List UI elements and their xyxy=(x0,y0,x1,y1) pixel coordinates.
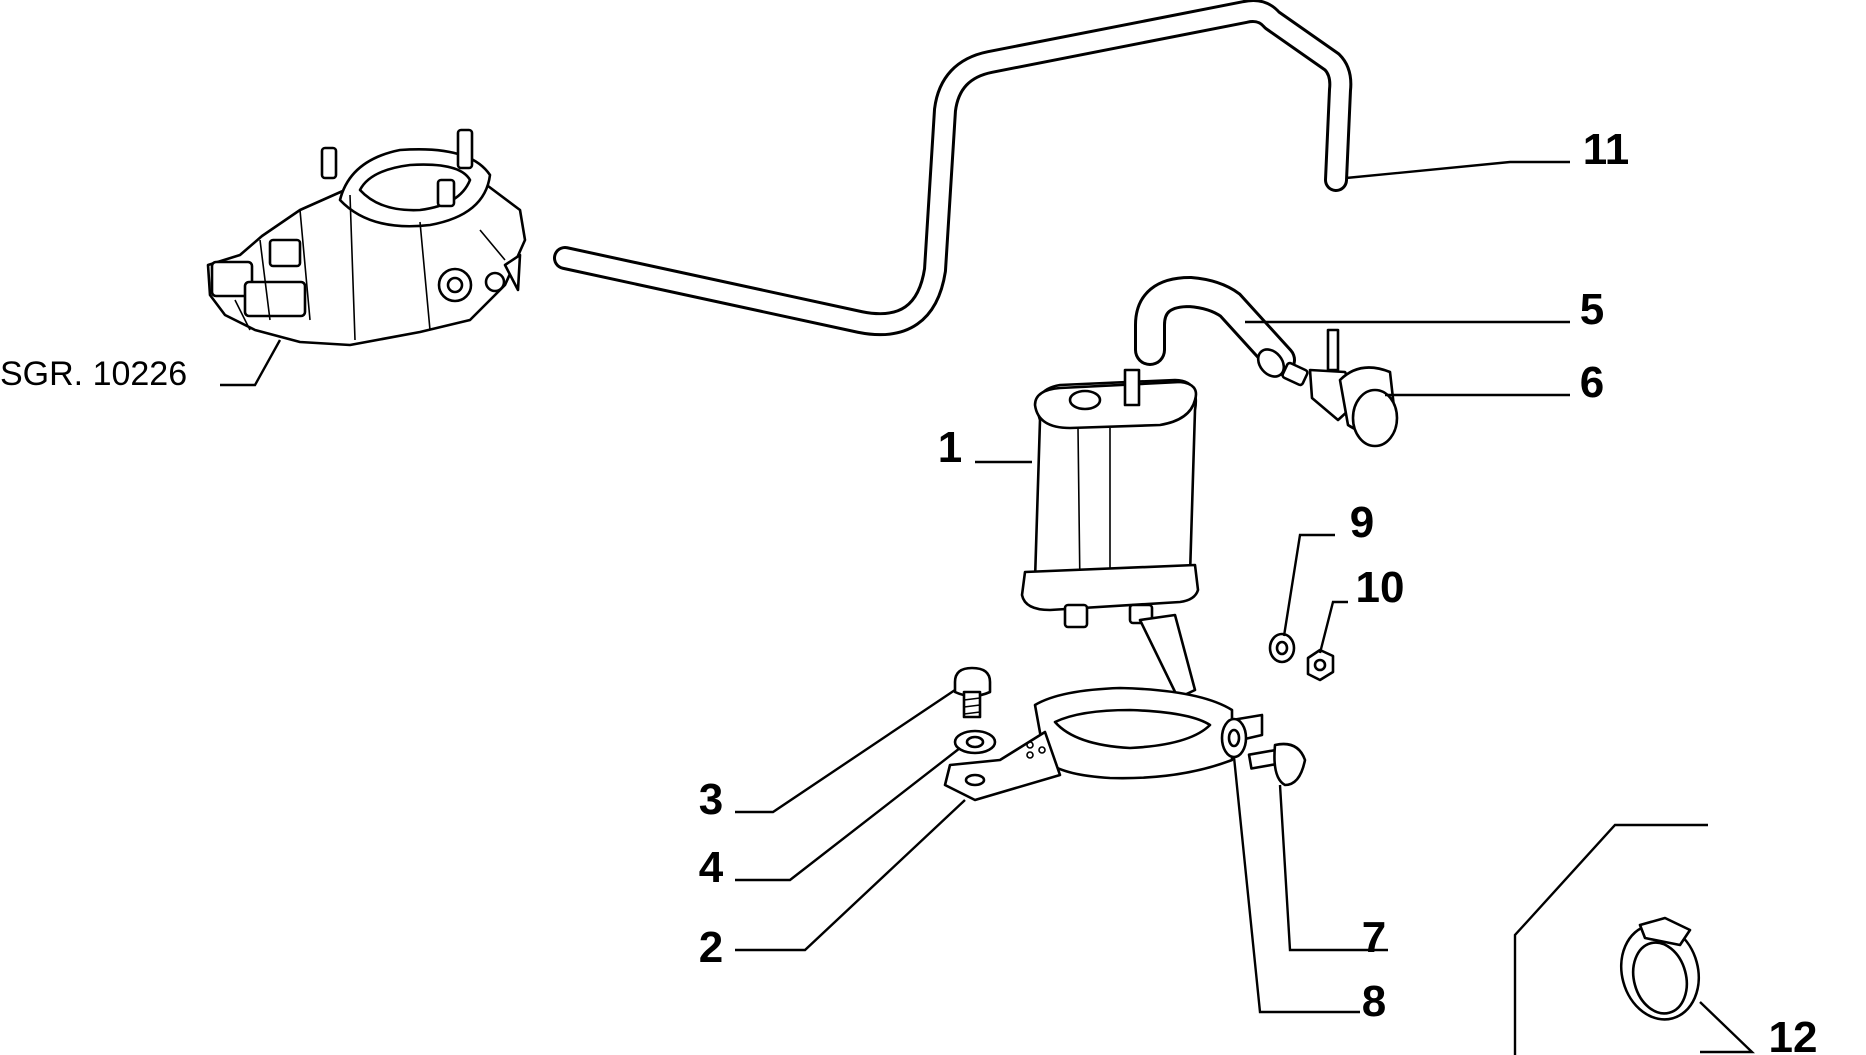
callout-6: 6 xyxy=(1580,358,1604,407)
callout-1: 1 xyxy=(938,423,962,472)
callout-8: 8 xyxy=(1362,977,1386,1026)
callout-5: 5 xyxy=(1580,285,1604,334)
callout-7: 7 xyxy=(1362,913,1386,962)
callout-11: 11 xyxy=(1583,125,1630,174)
hose-part-5 xyxy=(1134,275,1296,378)
callout-labels: 1 2 3 4 5 6 7 8 9 10 11 12 xyxy=(699,125,1818,1055)
callout-3: 3 xyxy=(699,775,723,824)
canister-part-1 xyxy=(1020,368,1200,629)
bolt-part-3 xyxy=(953,666,992,719)
callout-4: 4 xyxy=(699,843,724,892)
callout-9: 9 xyxy=(1350,498,1374,547)
valve-part-6 xyxy=(1281,328,1399,448)
leader-lines xyxy=(735,160,1755,1054)
reference-callout: SGR. 10226 xyxy=(0,339,282,393)
callout-12: 12 xyxy=(1769,1013,1818,1055)
bolt-part-7 xyxy=(1247,742,1307,787)
bracket-part-2 xyxy=(943,613,1264,802)
hose-part-11 xyxy=(553,0,1353,337)
callout-10: 10 xyxy=(1356,563,1405,612)
clamp-part-12 xyxy=(1513,823,1708,1055)
washer-part-4 xyxy=(953,729,997,755)
nut-part-10 xyxy=(1306,648,1335,682)
carburettor-assembly xyxy=(206,128,527,347)
callout-2: 2 xyxy=(699,923,723,972)
reference-label: SGR. 10226 xyxy=(0,355,187,393)
washer-part-9 xyxy=(1268,632,1296,664)
washer-part-8 xyxy=(1220,717,1248,759)
